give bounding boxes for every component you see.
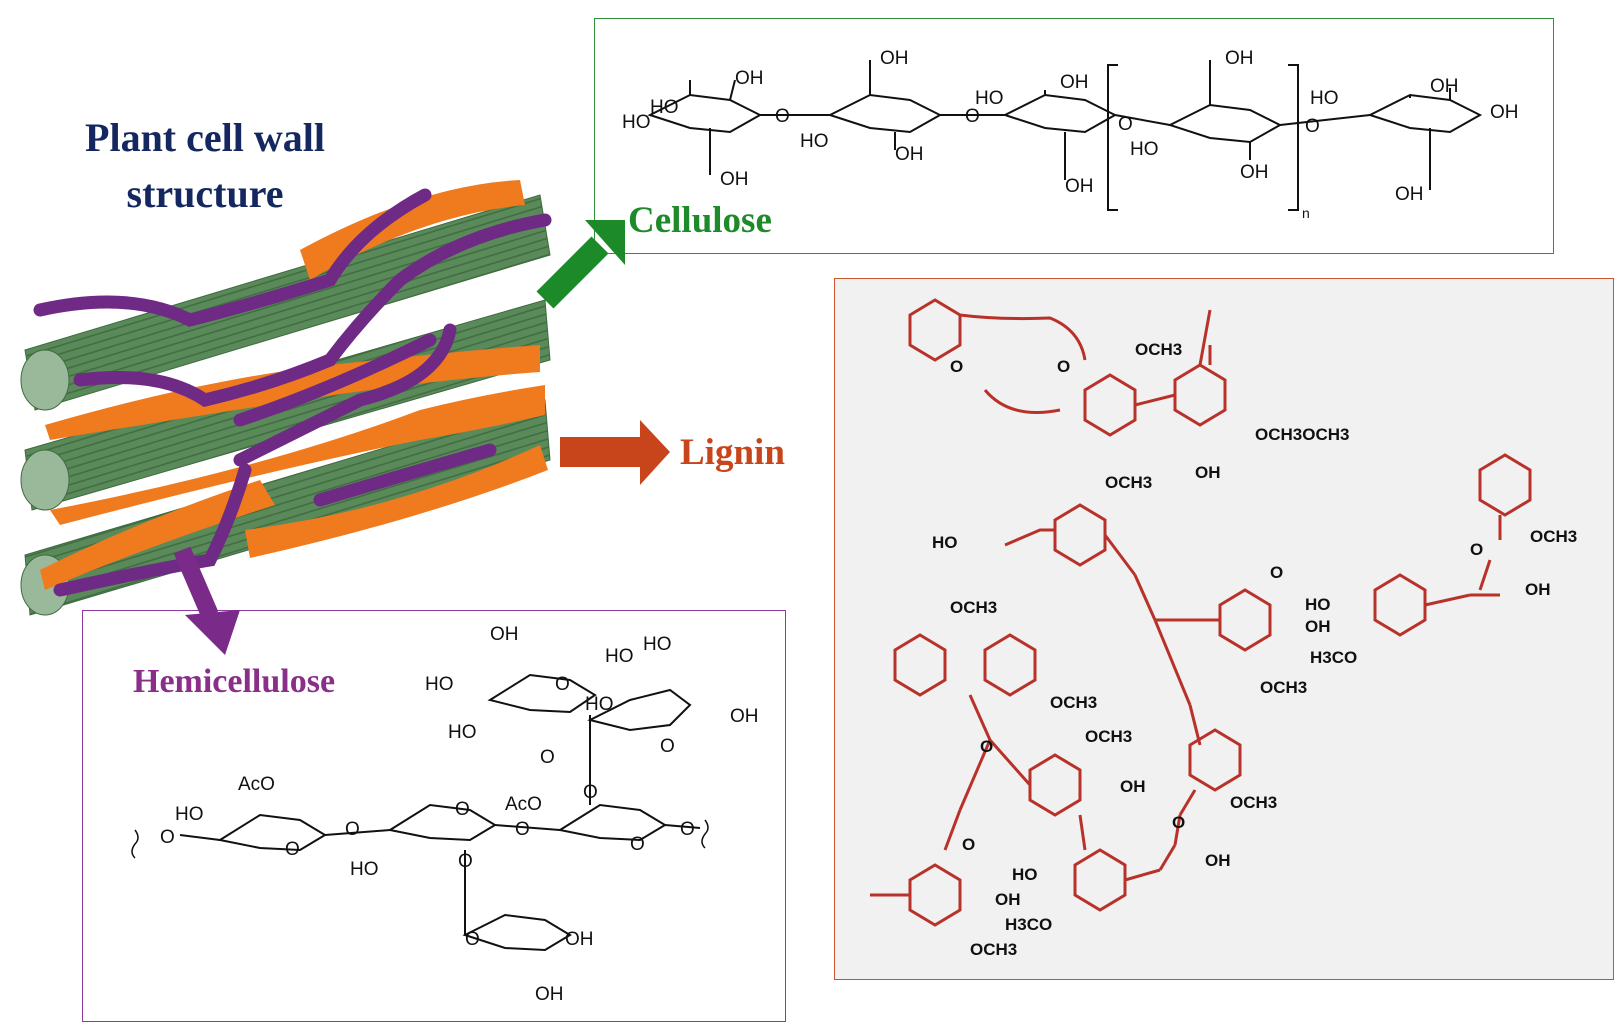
cellulose-oh-11: OH (1395, 184, 1424, 205)
lignin-och3-9: OCH3 (970, 940, 1017, 959)
cellulose-o-4: O (1305, 116, 1320, 137)
lignin-oh-1: OH (1195, 463, 1221, 482)
hemi-ho-7: HO (643, 634, 672, 655)
cellulose-ho-4: HO (975, 88, 1004, 109)
diagram-title: Plant cell wall structure (40, 110, 370, 222)
lignin-oh-4: OH (1120, 777, 1146, 796)
hemicellulose-label: Hemicellulose (133, 663, 336, 700)
lignin-o-5: O (980, 737, 993, 756)
hemi-o-8: O (583, 782, 598, 803)
lignin-o-3: O (1470, 540, 1483, 559)
cellulose-ho-2: HO (622, 112, 651, 133)
lignin-o-6: O (1172, 813, 1185, 832)
lignin-ho-3: HO (1012, 865, 1038, 884)
cellulose-oh-8: OH (1240, 162, 1269, 183)
hemi-ho-4: HO (448, 722, 477, 743)
cellulose-arrow (536, 220, 625, 309)
lignin-o-2: O (1057, 357, 1070, 376)
cellulose-oh-4: OH (895, 144, 924, 165)
lignin-ho-1: HO (932, 533, 958, 552)
hemi-ho-2: HO (350, 859, 379, 880)
hemi-o-11: O (555, 674, 570, 695)
lignin-label: Lignin (680, 432, 785, 473)
purple-strands (33, 188, 552, 597)
cellulose-o-2: O (965, 106, 980, 127)
hemi-ho-6: HO (605, 646, 634, 667)
lignin-oh-5: OH (1205, 851, 1231, 870)
lignin-och3och3: OCH3OCH3 (1255, 425, 1349, 444)
lignin-och3-5: OCH3 (950, 598, 997, 617)
cellulose-o-1: O (775, 106, 790, 127)
hemi-oh-1: OH (565, 929, 594, 950)
hemi-o-2: O (285, 839, 300, 860)
hemi-o-5: O (515, 819, 530, 840)
cellulose-oh-9: OH (1430, 76, 1459, 97)
lignin-och3-6: OCH3 (1050, 693, 1097, 712)
hemi-o-6: O (630, 834, 645, 855)
hemi-o-13: O (660, 736, 675, 757)
hemi-oh-4: OH (730, 706, 759, 727)
lignin-oh-3: OH (1305, 617, 1331, 636)
hemi-ho-5: HO (585, 694, 614, 715)
hemi-o-1: O (160, 827, 175, 848)
cellulose-ho-5: HO (1130, 139, 1159, 160)
hemi-ho-1: HO (175, 804, 204, 825)
hemi-aco-1: AcO (238, 774, 275, 795)
hemi-ho-3: HO (425, 674, 454, 695)
cellulose-oh-3: OH (880, 48, 909, 69)
cellulose-o-3: O (1118, 114, 1133, 135)
cellulose-ho-6: HO (1310, 88, 1339, 109)
hemi-oh-3: OH (490, 624, 519, 645)
hemi-aco-2: AcO (505, 794, 542, 815)
hemicellulose-arrow (173, 546, 240, 655)
lignin-oh-6: OH (995, 890, 1021, 909)
cellulose-repeat-n: n (1302, 205, 1310, 221)
lignin-o-4: O (1270, 563, 1283, 582)
cellulose-oh-10: OH (1490, 102, 1519, 123)
hemi-o-10: O (465, 929, 480, 950)
cellulose-oh-6: OH (1065, 176, 1094, 197)
lignin-o-7: O (962, 835, 975, 854)
cellulose-label: Cellulose (628, 200, 772, 241)
lignin-o-1: O (950, 357, 963, 376)
hemi-o-3: O (345, 819, 360, 840)
lignin-oh-2: OH (1525, 580, 1551, 599)
cellulose-oh-2: OH (720, 169, 749, 190)
lignin-h3co-2: H3CO (1005, 915, 1052, 934)
hemi-oh-2: OH (535, 984, 564, 1005)
hemi-o-4: O (455, 799, 470, 820)
lignin-och3-3: OCH3 (1530, 527, 1577, 546)
lignin-och3-4: OCH3 (1260, 678, 1307, 697)
lignin-och3-2: OCH3 (1105, 473, 1152, 492)
lignin-och3-1: OCH3 (1135, 340, 1182, 359)
lignin-h3co-1: H3CO (1310, 648, 1357, 667)
lignin-och3-8: OCH3 (1230, 793, 1277, 812)
cellulose-oh-5: OH (1060, 72, 1089, 93)
hemi-o-9: O (458, 851, 473, 872)
hemi-o-7: O (680, 819, 695, 840)
lignin-och3-7: OCH3 (1085, 727, 1132, 746)
lignin-ho-2: HO (1305, 595, 1331, 614)
cellulose-oh-1: OH (735, 68, 764, 89)
cellulose-oh-7: OH (1225, 48, 1254, 69)
title-line-2: structure (126, 171, 284, 216)
hemicellulose-structure-box (82, 610, 786, 1022)
cellulose-ho-3: HO (800, 131, 829, 152)
orange-matrix-bands (40, 180, 548, 590)
title-line-1: Plant cell wall (85, 115, 325, 160)
lignin-arrow (560, 420, 670, 485)
cellulose-structure-box (594, 18, 1554, 254)
cellulose-ho-1: HO (650, 97, 679, 118)
hemi-o-12: O (540, 747, 555, 768)
